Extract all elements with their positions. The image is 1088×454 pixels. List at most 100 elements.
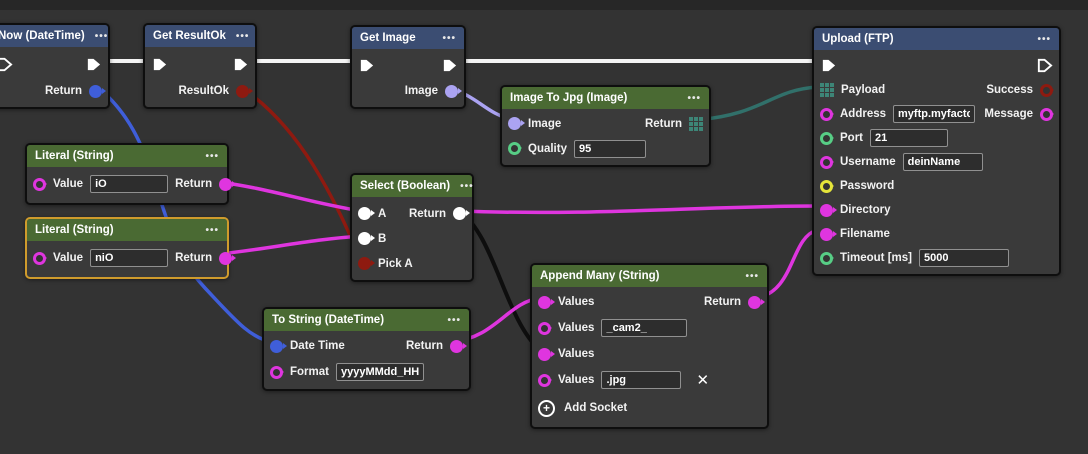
picka-input-port[interactable]: [358, 257, 375, 270]
exec-in-pin[interactable]: [0, 56, 13, 73]
input-label-values4: Values: [558, 374, 595, 386]
byte-array-output-port[interactable]: [689, 116, 703, 131]
node-now-datetime: Now (DateTime) ••• Return: [0, 23, 110, 109]
datetime-input-port[interactable]: [270, 339, 287, 353]
exec-out-pin[interactable]: [232, 56, 249, 73]
node-header[interactable]: Image To Jpg (Image) •••: [502, 87, 709, 109]
values1-input-port[interactable]: [538, 295, 555, 309]
menu-icon[interactable]: •••: [1037, 33, 1051, 45]
wire-literal2-to-select-b[interactable]: [209, 234, 363, 257]
exec-in-pin[interactable]: [820, 57, 837, 74]
success-output-port[interactable]: [1040, 83, 1054, 97]
message-output-port[interactable]: [1040, 107, 1054, 121]
value-input[interactable]: [90, 249, 169, 267]
a-input-port[interactable]: [358, 207, 375, 220]
input-label-format: Format: [290, 366, 329, 378]
image-input-port[interactable]: [508, 117, 525, 130]
directory-input-port[interactable]: [820, 203, 837, 217]
boolean-output-port[interactable]: [236, 84, 253, 98]
b-input-port[interactable]: [358, 232, 375, 245]
address-input-port[interactable]: [820, 107, 834, 121]
value-input[interactable]: [90, 175, 169, 193]
node-header[interactable]: Select (Boolean) •••: [352, 175, 474, 197]
output-label-resultok: ResultOk: [178, 85, 230, 97]
output-label-success: Success: [986, 84, 1033, 96]
menu-icon[interactable]: •••: [687, 92, 701, 104]
add-socket-label: Add Socket: [564, 402, 628, 414]
node-header[interactable]: Literal (String) •••: [27, 219, 227, 241]
format-input[interactable]: [335, 363, 424, 381]
menu-icon[interactable]: •••: [235, 30, 250, 42]
exec-out-pin[interactable]: [85, 56, 102, 73]
node-title: To String (DateTime): [272, 314, 385, 326]
value-input-port[interactable]: [33, 251, 47, 265]
quality-input-port[interactable]: [508, 142, 522, 155]
menu-icon[interactable]: •••: [205, 150, 219, 162]
string-output-port[interactable]: [219, 251, 237, 265]
port-input[interactable]: [870, 129, 948, 147]
menu-icon[interactable]: •••: [460, 180, 474, 192]
input-label-payload: Payload: [841, 84, 886, 96]
payload-input-port[interactable]: [820, 83, 834, 97]
node-header[interactable]: Literal (String) •••: [27, 145, 227, 167]
input-label-quality: Quality: [528, 142, 567, 155]
string-output-port[interactable]: [748, 295, 765, 309]
filename-input-port[interactable]: [820, 227, 837, 241]
values4-input-port[interactable]: [538, 373, 552, 387]
node-header[interactable]: To String (DateTime) •••: [264, 309, 469, 331]
menu-icon[interactable]: •••: [745, 270, 759, 282]
values4-input[interactable]: [601, 371, 682, 389]
wire-resultok-to-picka[interactable]: [237, 84, 363, 262]
input-label-picka: Pick A: [378, 257, 413, 270]
username-input-port[interactable]: [820, 155, 834, 169]
menu-icon[interactable]: •••: [205, 224, 219, 236]
input-label-datetime: Date Time: [290, 340, 345, 352]
node-image-to-jpg: Image To Jpg (Image) ••• Image Return Qu…: [500, 85, 711, 167]
exec-in-pin[interactable]: [358, 57, 375, 74]
port-input-port[interactable]: [820, 131, 834, 145]
exec-out-pin[interactable]: [1036, 57, 1053, 74]
input-label-value: Value: [53, 178, 84, 190]
address-input[interactable]: [893, 105, 976, 123]
menu-icon[interactable]: •••: [447, 314, 461, 326]
wire-now-return-to-tostring-datetime[interactable]: [94, 84, 274, 344]
values2-input[interactable]: [601, 319, 688, 337]
input-label-b: B: [378, 232, 387, 245]
node-header[interactable]: Append Many (String) •••: [532, 265, 767, 287]
node-literal-string-1: Literal (String) ••• Value Return: [25, 143, 237, 205]
menu-icon[interactable]: •••: [442, 32, 456, 44]
menu-icon[interactable]: •••: [94, 30, 109, 42]
values2-input-port[interactable]: [538, 321, 552, 335]
values3-input-port[interactable]: [538, 347, 555, 361]
string-output-port[interactable]: [450, 339, 467, 353]
value-input-port[interactable]: [33, 177, 47, 191]
quality-input[interactable]: [573, 139, 646, 158]
plus-icon: +: [538, 399, 555, 417]
image-output-port[interactable]: [445, 84, 462, 98]
wire-imagetojpg-return-to-payload[interactable]: [695, 85, 820, 122]
wire-select-return-to-upload-directory[interactable]: [457, 204, 819, 215]
datetime-output-port[interactable]: [89, 84, 106, 98]
string-output-port[interactable]: [219, 177, 237, 191]
add-socket-button[interactable]: + Add Socket: [538, 399, 628, 417]
node-header[interactable]: Upload (FTP) •••: [814, 28, 1059, 50]
exec-in-pin[interactable]: [151, 56, 168, 73]
node-header[interactable]: Now (DateTime) •••: [0, 25, 108, 47]
node-title: Literal (String): [35, 150, 114, 162]
input-label-values2: Values: [558, 322, 595, 334]
username-input[interactable]: [902, 153, 983, 171]
node-header[interactable]: Get ResultOk •••: [145, 25, 255, 47]
timeout-input-port[interactable]: [820, 251, 834, 265]
node-header[interactable]: Get Image •••: [352, 27, 464, 49]
node-select-boolean: Select (Boolean) ••• A Return B Pick: [350, 173, 474, 282]
format-input-port[interactable]: [270, 365, 284, 379]
timeout-input[interactable]: [919, 249, 1009, 267]
node-title: Now (DateTime): [0, 30, 85, 42]
password-input-port[interactable]: [820, 179, 834, 193]
exec-out-pin[interactable]: [441, 57, 458, 74]
input-label-username: Username: [840, 156, 896, 168]
input-label-password: Password: [840, 180, 895, 192]
select-output-port[interactable]: [453, 207, 470, 220]
remove-socket-icon[interactable]: ✕: [696, 371, 710, 389]
